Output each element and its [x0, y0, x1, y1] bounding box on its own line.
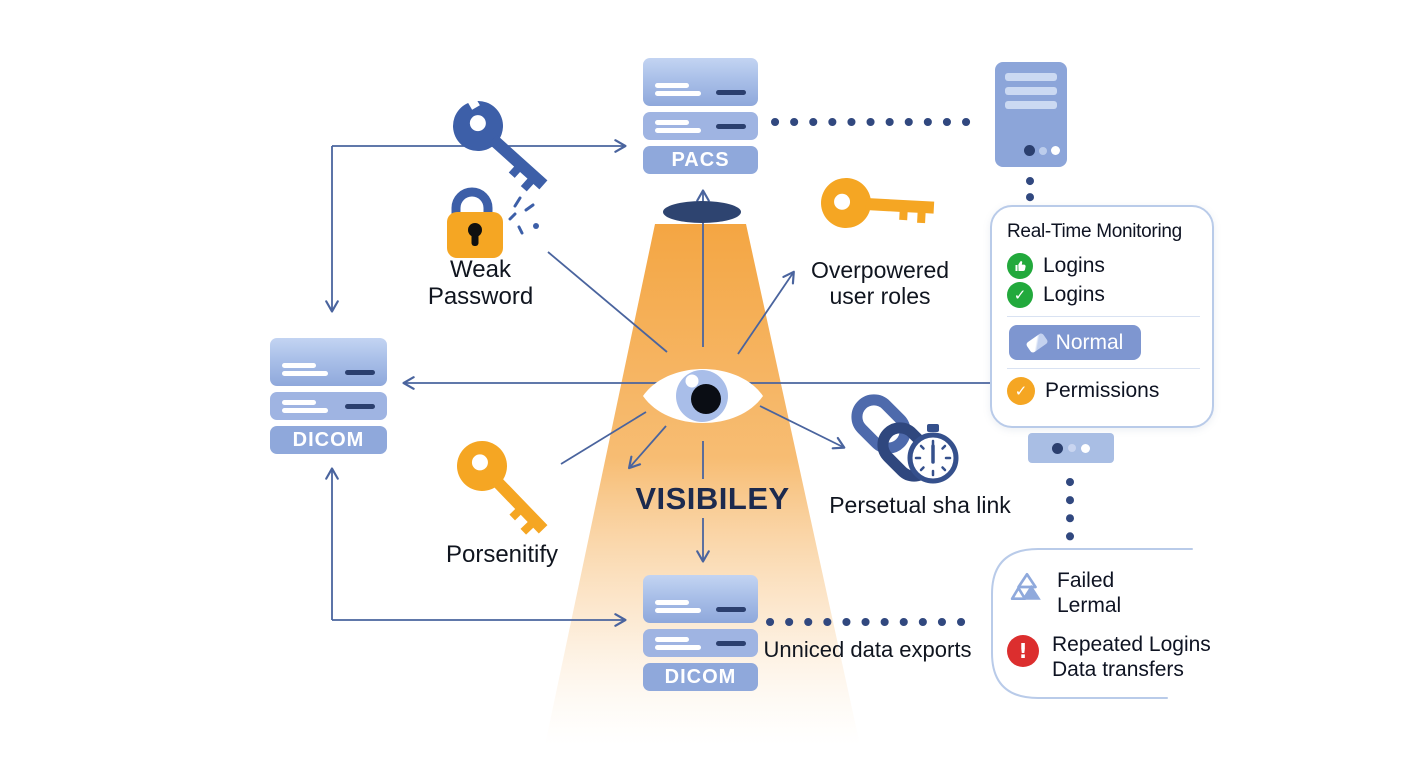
server-dash	[716, 123, 746, 129]
monitoring-panel-title: Real-Time Monitoring	[1007, 221, 1182, 242]
alerts-panel-frame	[991, 548, 1193, 699]
spotlight-pill-icon	[663, 201, 741, 223]
tower-bar	[1005, 73, 1057, 81]
exclamation-icon: !	[1007, 635, 1039, 667]
alert-line: Lermal	[1057, 594, 1122, 617]
eraser-icon	[1025, 331, 1049, 354]
alert-line: Repeated Logins	[1052, 633, 1211, 656]
label-line: Weak	[450, 256, 511, 283]
dicom-bottom-label: DICOM	[643, 663, 758, 691]
server-lines	[282, 360, 328, 379]
server-lines	[655, 80, 701, 99]
label-line: user roles	[829, 283, 931, 309]
tower-bar	[1005, 101, 1057, 109]
server-lines	[655, 117, 701, 136]
alert-item-failed: Failed Lermal	[1010, 568, 1121, 618]
server-row	[643, 112, 758, 140]
device-tab-icon	[1028, 433, 1114, 463]
tower-bar	[1005, 87, 1057, 95]
alert-line: Data transfers	[1052, 658, 1184, 681]
padlock-icon	[447, 187, 503, 258]
monitoring-item-label: Logins	[1043, 253, 1105, 277]
sparkle-marks	[508, 196, 539, 235]
dicom-left-label: DICOM	[270, 426, 387, 454]
check-icon: ✓	[1007, 281, 1033, 308]
server-row	[270, 392, 387, 420]
server-lines	[655, 597, 701, 616]
check-icon: ✓	[1007, 376, 1035, 405]
eye-icon	[643, 369, 763, 423]
server-dash	[716, 640, 746, 646]
dot	[1081, 443, 1090, 453]
server-lines	[655, 634, 701, 653]
arrow-eye-to-chain	[759, 405, 846, 450]
server-dash	[345, 370, 375, 375]
monitoring-item-label: Permissions	[1045, 378, 1160, 402]
server-dash	[716, 90, 746, 95]
visibility-title: VISIBILEY	[635, 481, 790, 516]
server-row	[643, 58, 758, 106]
monitoring-item-logins-1: Logins	[1007, 252, 1204, 279]
monitoring-item-permissions: ✓ Permissions	[1007, 376, 1204, 405]
porsenitify-label: Porsenitify	[445, 541, 559, 568]
dot	[1052, 442, 1063, 454]
server-dash	[716, 607, 746, 612]
label-line: Password	[427, 283, 534, 310]
server-dash	[345, 403, 375, 409]
thumbs-up-icon	[1007, 252, 1033, 279]
key-icon	[821, 178, 935, 228]
server-row	[643, 629, 758, 657]
arrow-eye-down-left	[627, 425, 667, 470]
dicom-left-server-stack: DICOM	[270, 338, 387, 454]
unniced-data-exports-label: Unniced data exports	[763, 637, 972, 662]
pacs-label: PACS	[643, 146, 758, 174]
normal-button[interactable]: Normal	[1009, 325, 1141, 360]
monitoring-item-logins-2: ✓ Logins	[1007, 281, 1204, 308]
dicom-bottom-server-stack: DICOM	[643, 575, 758, 691]
weak-password-label: Weak Password	[398, 256, 563, 310]
key-icon	[457, 441, 548, 535]
alert-line: Failed	[1057, 569, 1115, 592]
connector-arrows	[325, 139, 990, 627]
normal-button-label: Normal	[1055, 330, 1124, 354]
server-tower-icon	[995, 62, 1067, 167]
triangles-icon	[1010, 572, 1041, 601]
server-row	[643, 575, 758, 623]
divider	[1007, 368, 1200, 369]
monitoring-item-label: Logins	[1043, 282, 1105, 306]
server-lines	[282, 397, 328, 416]
dotted-connectors	[766, 118, 1074, 626]
dot	[1068, 444, 1076, 452]
arrow-eye-to-overpowered	[737, 270, 795, 355]
overpowered-user-roles-label: Overpowered user roles	[795, 257, 965, 309]
stopwatch-icon	[907, 424, 959, 484]
alert-item-repeated-logins: ! Repeated Logins Data transfers	[1007, 632, 1211, 682]
broken-key-icon	[453, 97, 548, 192]
monitoring-panel: Real-Time Monitoring Logins ✓ Logins Nor…	[990, 205, 1214, 428]
tower-dots	[1024, 145, 1060, 156]
server-row	[270, 338, 387, 386]
line-weakpassword-to-eye	[547, 251, 668, 353]
pacs-server-stack: PACS	[643, 58, 758, 174]
line-eye-to-key	[560, 411, 647, 465]
divider	[1007, 316, 1200, 317]
perpetual-link-label: Persetual sha link	[829, 492, 1011, 518]
label-line: Overpowered	[810, 257, 950, 283]
